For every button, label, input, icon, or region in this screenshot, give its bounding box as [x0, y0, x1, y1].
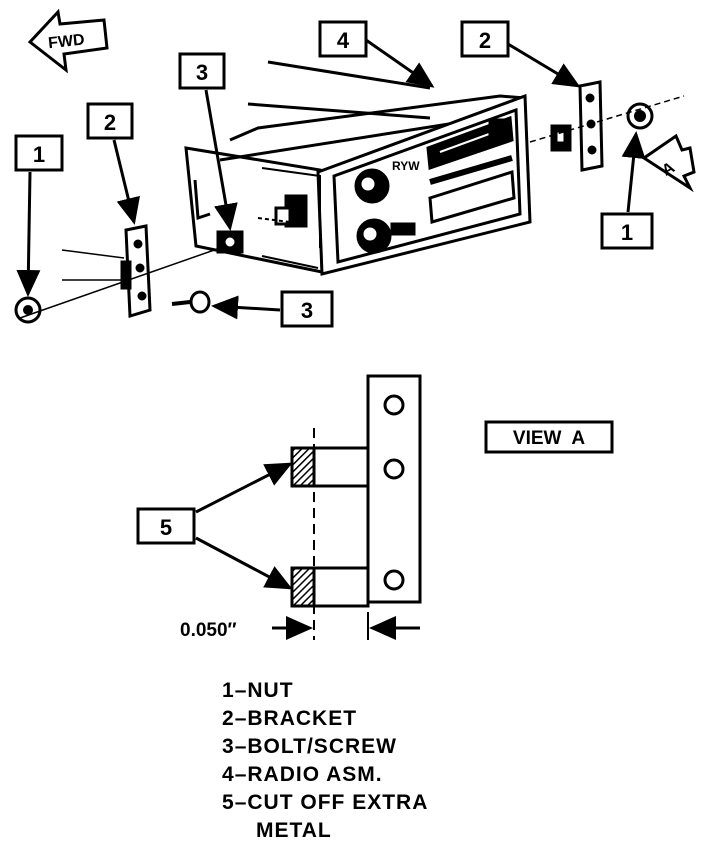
callout-5: 5 — [136, 507, 196, 545]
callout-2-left: 2 — [86, 102, 134, 140]
view-a-detail — [290, 374, 422, 640]
legend-item: 3–BOLT/SCREW — [222, 735, 397, 758]
left-bracket — [120, 224, 152, 318]
svg-text:1: 1 — [33, 142, 45, 167]
parts-legend: 1–NUT 2–BRACKET 3–BOLT/SCREW 4–RADIO ASM… — [222, 677, 428, 845]
svg-text:5: 5 — [160, 515, 172, 540]
svg-text:2: 2 — [104, 110, 116, 135]
svg-text:0.050″: 0.050″ — [180, 620, 237, 641]
callout-3-bottom: 3 — [280, 290, 334, 328]
svg-text:RYW: RYW — [392, 159, 420, 173]
right-bracket — [578, 80, 604, 172]
legend-item: 2–BRACKET — [222, 707, 358, 730]
legend-item: 1–NUT — [222, 679, 294, 702]
callout-2-right: 2 — [460, 20, 510, 58]
left-bolt-icon — [216, 230, 244, 254]
legend-item-continued: METAL — [256, 819, 332, 842]
view-a-label: VIEW A — [484, 420, 614, 454]
svg-text:VIEW A: VIEW A — [513, 428, 585, 449]
legend-item: 4–RADIO ASM. — [222, 763, 383, 786]
svg-text:2: 2 — [479, 28, 491, 53]
callout-4: 4 — [318, 20, 368, 58]
dimension-0050: 0.050″ — [180, 616, 420, 641]
view-a-arrow-icon: A — [641, 133, 696, 193]
svg-text:4: 4 — [337, 28, 350, 53]
left-nut-icon — [14, 296, 42, 324]
callout-1-right: 1 — [600, 212, 654, 250]
forward-arrow-icon: FWD — [27, 8, 109, 74]
screw-icon — [171, 290, 211, 314]
fwd-label: FWD — [47, 32, 85, 53]
right-nut-icon — [626, 102, 654, 130]
legend-item: 5–CUT OFF EXTRA — [222, 791, 429, 814]
callout-3-top: 3 — [178, 52, 226, 90]
svg-text:1: 1 — [621, 220, 633, 245]
callout-1-left: 1 — [14, 134, 64, 172]
svg-text:3: 3 — [196, 60, 208, 85]
svg-text:3: 3 — [301, 298, 313, 323]
radio-assembly: RYW — [184, 60, 572, 276]
